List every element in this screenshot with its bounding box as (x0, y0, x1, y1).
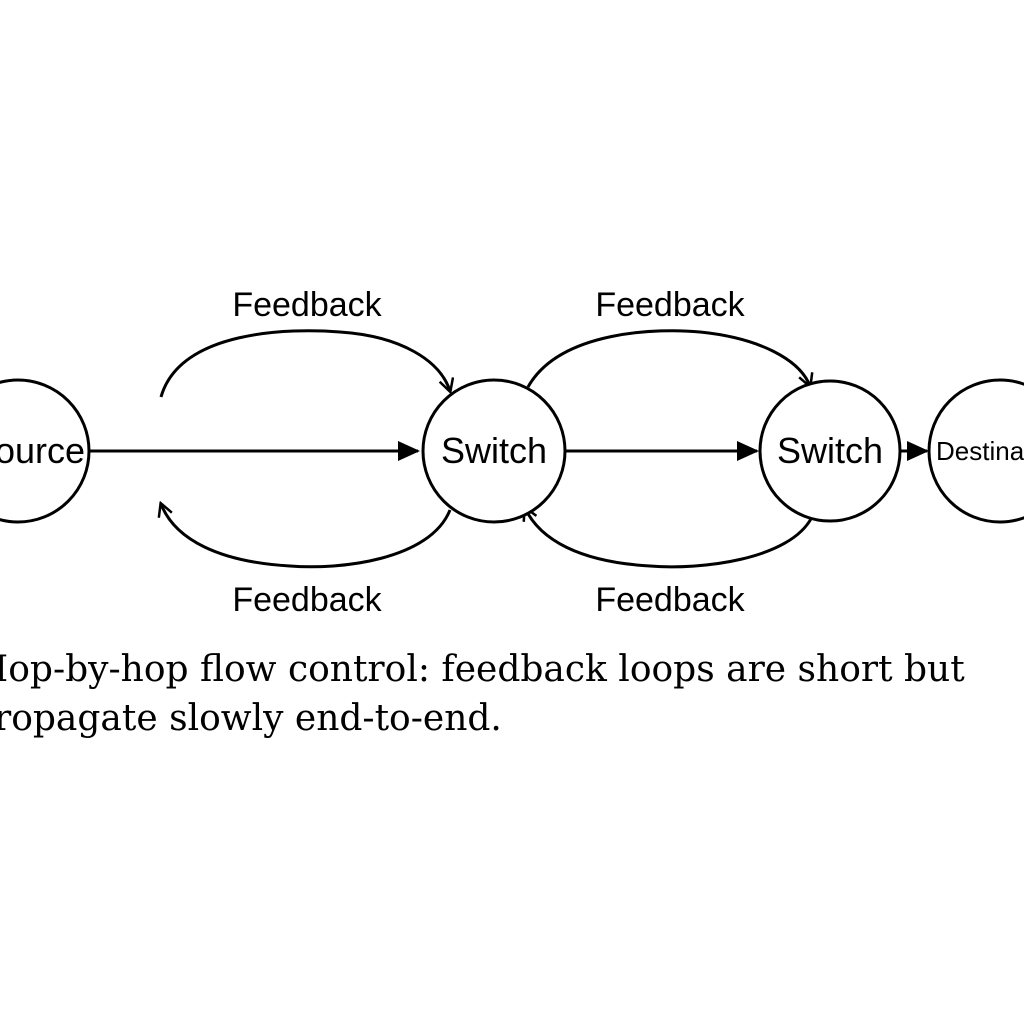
node-source-label: ource (0, 430, 85, 471)
feedback-arc-top-left (159, 329, 450, 398)
node-switch-2: Switch (758, 379, 902, 523)
feedback-label-top-left: Feedback (232, 286, 382, 324)
feedback-label-bottom-right: Feedback (595, 581, 745, 619)
feedback-arc-bottom-left (161, 504, 452, 569)
node-switch-1-label: Switch (441, 430, 547, 471)
caption-line-2: ropagate slowly end-to-end. (0, 698, 502, 739)
node-destination: Destina (927, 378, 1024, 524)
node-source: ource (0, 378, 91, 524)
feedback-arc-top-right (526, 329, 810, 387)
feedback-arc-bottom-right (525, 508, 814, 569)
node-destination-label: Destina (936, 436, 1024, 466)
caption-line-1: Iop-by-hop flow control: feedback loops … (0, 649, 965, 690)
feedback-label-top-right: Feedback (595, 286, 745, 324)
node-switch-2-label: Switch (777, 430, 883, 471)
feedback-label-bottom-left: Feedback (232, 581, 382, 619)
node-switch-1: Switch (421, 378, 567, 524)
